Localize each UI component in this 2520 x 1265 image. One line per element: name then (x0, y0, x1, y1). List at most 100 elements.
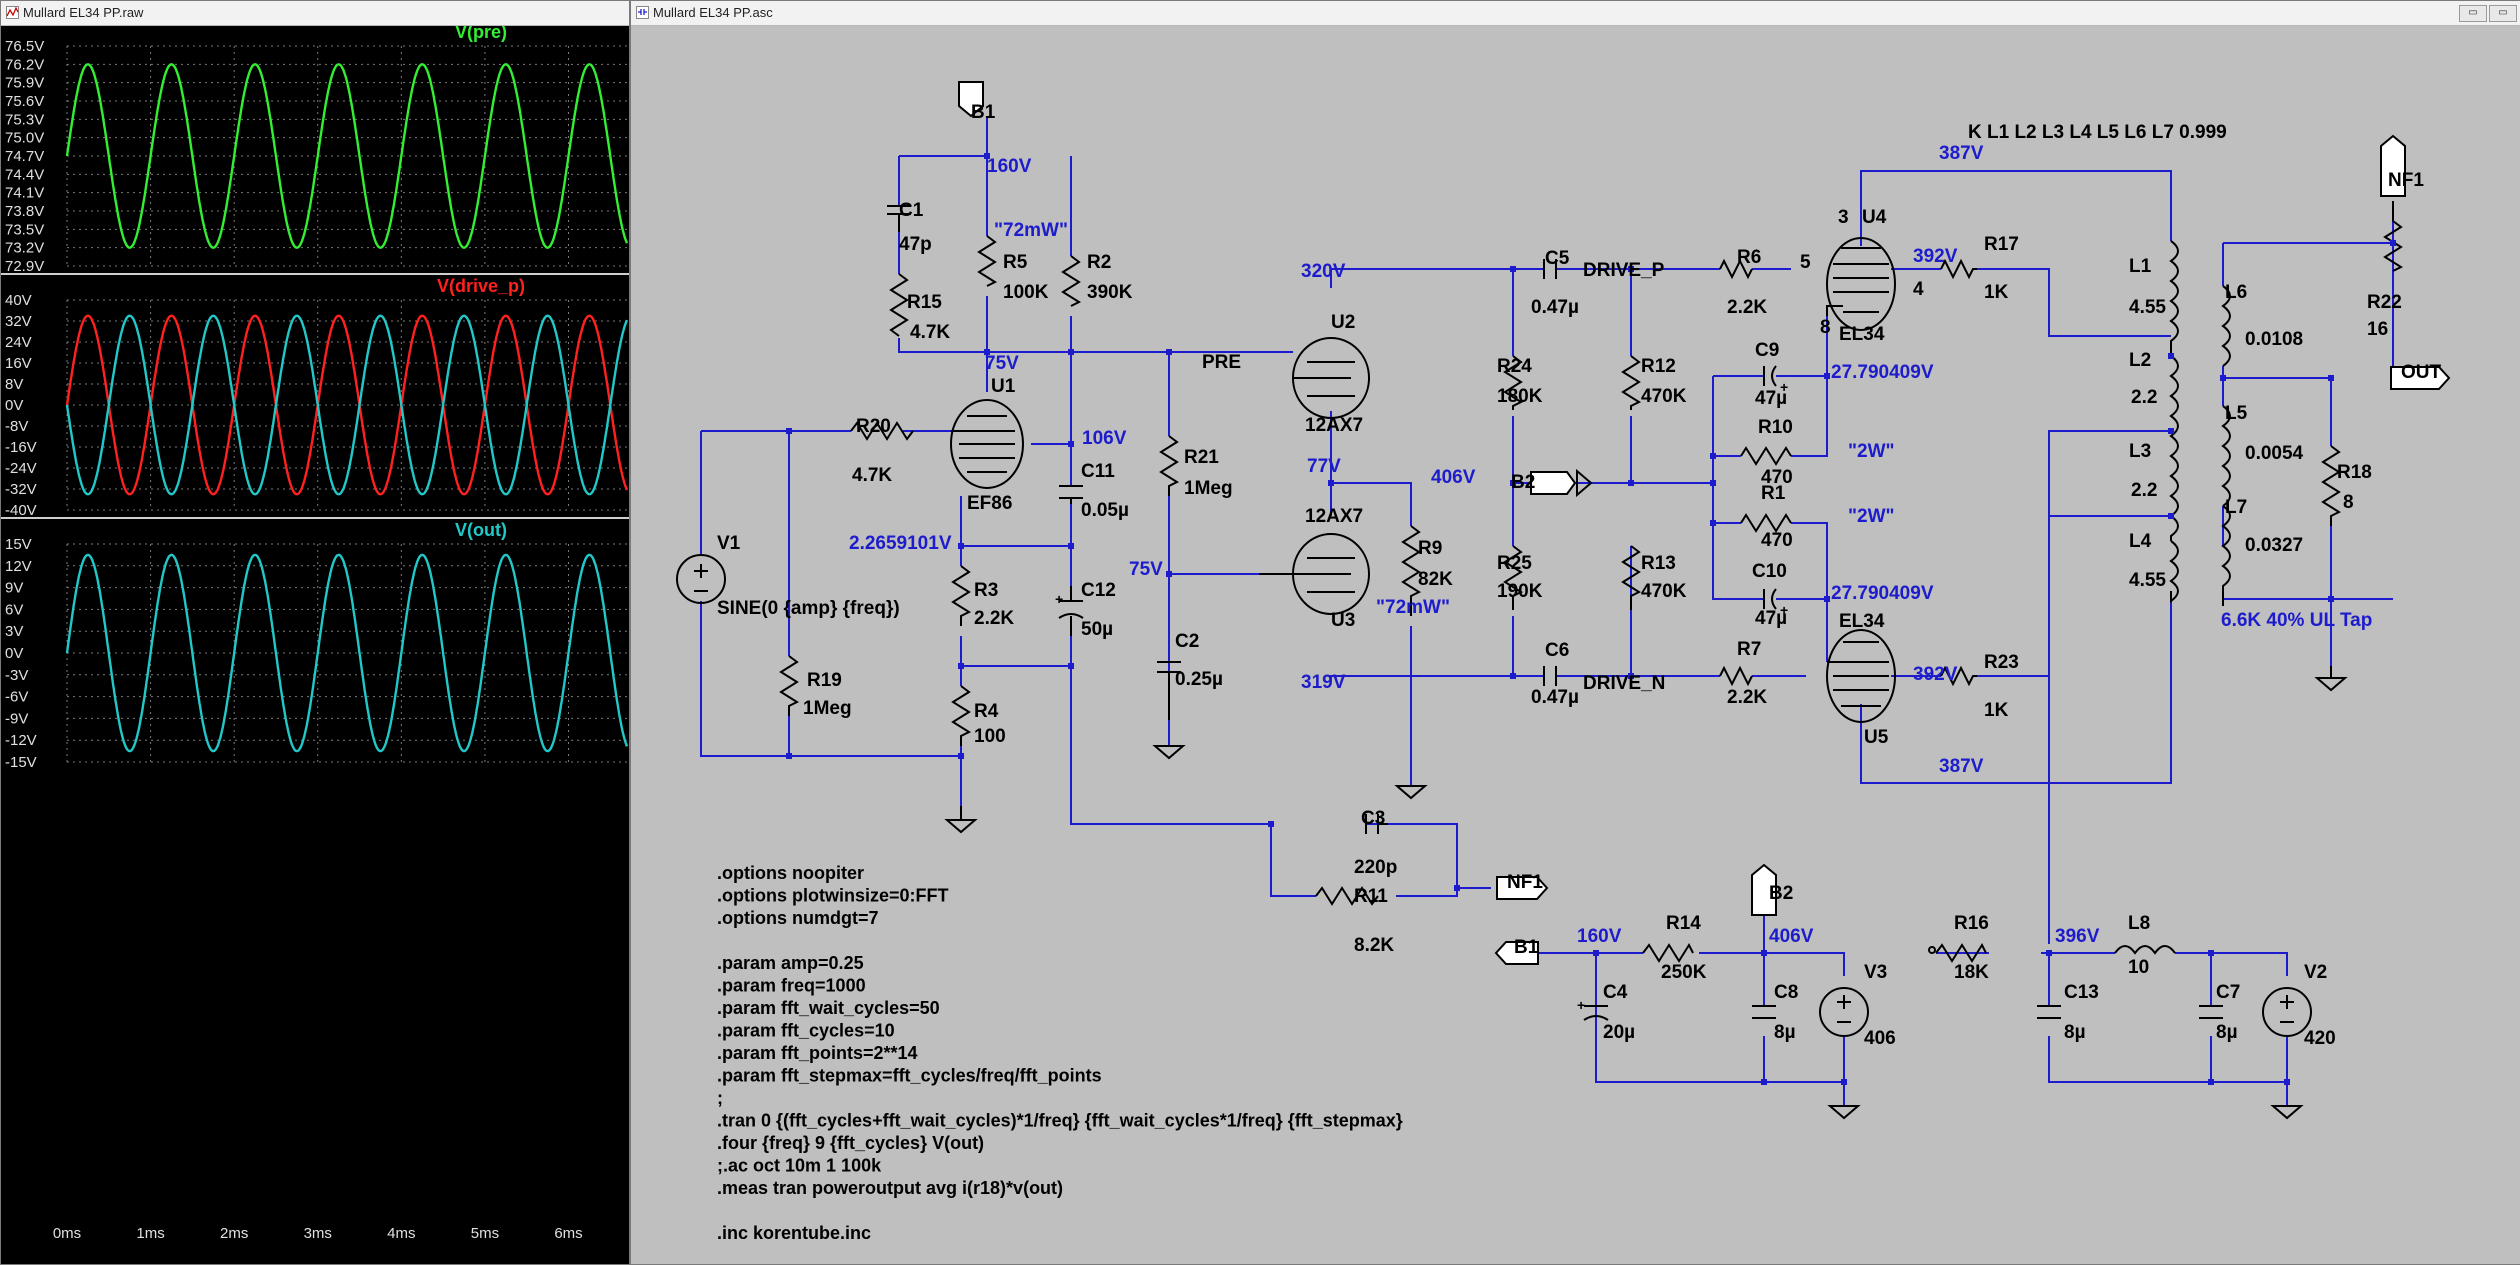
capacitor-c12[interactable]: + (1055, 586, 1084, 636)
capacitor-c10[interactable]: + (1763, 588, 1788, 618)
capacitor-c9[interactable]: + (1763, 365, 1788, 395)
resistor-r10[interactable] (1740, 446, 1792, 466)
inductor-l2-l3[interactable] (2169, 355, 2179, 541)
schematic-label: 180K (1497, 386, 1543, 407)
resistor-r6[interactable] (1719, 258, 1753, 280)
spice-directive-line[interactable]: .inc korentube.inc (717, 1223, 871, 1243)
spice-directive-line[interactable]: .four {freq} 9 {fft_cycles} V(out) (717, 1133, 984, 1153)
resistor-r7[interactable] (1719, 665, 1753, 687)
minimize-button[interactable]: ▭ (2459, 5, 2487, 22)
waveform-plot-area[interactable]: V(pre)76.5V76.2V75.9V75.6V75.3V75.0V74.7… (1, 26, 629, 1264)
trace-title[interactable]: V(drive_p) (437, 276, 525, 296)
capacitor-c11[interactable] (1059, 485, 1083, 504)
resistor-r13[interactable] (1621, 545, 1642, 610)
resistor-r12[interactable] (1621, 355, 1642, 410)
schematic-label: 2.2 (2131, 387, 2157, 408)
capacitor-c7[interactable] (2199, 1005, 2223, 1019)
tube-u1-ef86[interactable] (950, 399, 1024, 489)
trace-title[interactable]: V(pre) (455, 26, 507, 42)
spice-directive-line[interactable]: .options numdgt=7 (717, 908, 879, 928)
voltage-source-v3[interactable] (1819, 987, 1869, 1037)
net-flag-b2-bottom[interactable] (1751, 863, 1777, 916)
spice-directive-line[interactable]: ; (717, 1088, 723, 1108)
inductor-l6[interactable] (2221, 285, 2231, 367)
net-flag-nf1-top[interactable] (2380, 134, 2406, 197)
capacitor-c5[interactable] (1543, 259, 1557, 279)
trace-title[interactable]: V(out) (455, 520, 507, 540)
net-flag-b1-top[interactable] (958, 81, 984, 118)
schematic-canvas[interactable]: + + + + (631, 26, 2520, 1264)
resistor-r21[interactable] (1159, 435, 1180, 496)
schematic-label: EF86 (967, 493, 1012, 514)
resistor-r18[interactable] (2321, 445, 2342, 526)
capacitor-c1[interactable] (887, 205, 911, 232)
waveform-titlebar[interactable]: Mullard EL34 PP.raw (1, 1, 629, 26)
schematic-label: L5 (2225, 403, 2248, 424)
capacitor-c3[interactable] (1365, 814, 1388, 834)
schematic-label: V3 (1864, 962, 1887, 983)
resistor-r2[interactable] (1061, 255, 1082, 307)
inductor-l1[interactable] (2169, 240, 2179, 356)
resistor-r1[interactable] (1740, 513, 1792, 533)
waveform-pane-1[interactable]: V(pre)76.5V76.2V75.9V75.6V75.3V75.0V74.7… (5, 26, 629, 275)
capacitor-c8[interactable] (1752, 1005, 1776, 1019)
schematic-titlebar[interactable]: Mullard EL34 PP.asc ▭ ▭ (631, 1, 2520, 26)
resistor-r24[interactable] (1503, 355, 1524, 410)
resistor-r15[interactable] (889, 273, 909, 337)
inductor-l4[interactable] (2169, 540, 2179, 603)
resistor-r14[interactable] (1642, 942, 1694, 963)
spice-directive-line[interactable]: .param fft_wait_cycles=50 (717, 998, 940, 1018)
tube-u2-12ax7[interactable] (1292, 337, 1370, 419)
inductor-l8[interactable] (2114, 945, 2176, 955)
spice-directive-line[interactable]: .param freq=1000 (717, 976, 866, 996)
resistor-r19[interactable] (779, 655, 800, 716)
capacitor-c2[interactable] (1157, 661, 1181, 720)
resistor-r9[interactable] (1401, 525, 1422, 616)
schematic-label: 8 (2343, 492, 2354, 513)
resistor-r25[interactable] (1503, 545, 1524, 610)
schematic-label: "72mW" (1376, 597, 1450, 618)
spice-directive-line[interactable]: .options noopiter (717, 863, 864, 883)
resistor-r20[interactable] (850, 421, 914, 441)
net-flag-out[interactable] (2390, 366, 2451, 390)
voltage-source-v2[interactable] (2262, 987, 2312, 1037)
inductor-l7[interactable] (2221, 505, 2231, 606)
net-flag-b2[interactable] (1530, 471, 1577, 495)
spice-directive-line[interactable]: .options plotwinsize=0:FFT (717, 886, 949, 906)
spice-directive-line[interactable]: .param fft_stepmax=fft_cycles/freq/fft_p… (717, 1066, 1102, 1086)
voltage-source-v1[interactable] (676, 554, 726, 604)
spice-directive-line[interactable]: .tran 0 {(fft_cycles+fft_wait_cycles)*1/… (717, 1111, 1403, 1131)
resistor-r3[interactable] (951, 565, 972, 626)
resistor-r5[interactable] (977, 235, 998, 287)
schematic-label: L7 (2225, 497, 2247, 518)
waveform-pane-2[interactable]: V(drive_p)40V32V24V16V8V0V-8V-16V-24V-32… (1, 273, 629, 519)
schematic-label: 320V (1301, 261, 1346, 282)
spice-directive-line[interactable]: .meas tran poweroutput avg i(r18)*v(out) (717, 1178, 1063, 1198)
net-flag-b1-bottom[interactable] (1494, 941, 1539, 965)
capacitor-c6[interactable] (1543, 666, 1557, 686)
spice-directives[interactable]: .options noopiter .options plotwinsize=0:… (717, 863, 1403, 1243)
schematic-label: 8.2K (1354, 935, 1394, 956)
spice-directive-line[interactable]: .param fft_points=2**14 (717, 1043, 918, 1063)
inductor-l5[interactable] (2221, 405, 2231, 507)
tube-u5-el34[interactable] (1826, 629, 1896, 723)
resistor-r17[interactable] (1940, 258, 1977, 280)
capacitor-c13[interactable] (2037, 1005, 2061, 1019)
tube-u4-el34[interactable] (1826, 237, 1896, 331)
spice-directive-line[interactable]: ;.ac oct 10m 1 100k (717, 1156, 882, 1176)
net-flag-nf1-bottom[interactable] (1496, 876, 1549, 900)
resistor-r16[interactable] (1935, 942, 1987, 963)
maximize-button[interactable]: ▭ (2489, 5, 2517, 22)
schematic-window[interactable]: Mullard EL34 PP.asc ▭ ▭ (630, 0, 2520, 1265)
capacitor-c4[interactable]: + (1577, 997, 1609, 1021)
resistor-r11[interactable] (1315, 886, 1379, 906)
spice-directive-line[interactable]: .param fft_cycles=10 (717, 1021, 895, 1041)
resistor-r4[interactable] (951, 685, 972, 746)
resistor-r23[interactable] (1940, 665, 1977, 687)
schematic-label: PRE (1202, 352, 1241, 373)
spice-directive-line[interactable]: .param amp=0.25 (717, 953, 864, 973)
tube-u3-12ax7[interactable] (1259, 533, 1370, 615)
